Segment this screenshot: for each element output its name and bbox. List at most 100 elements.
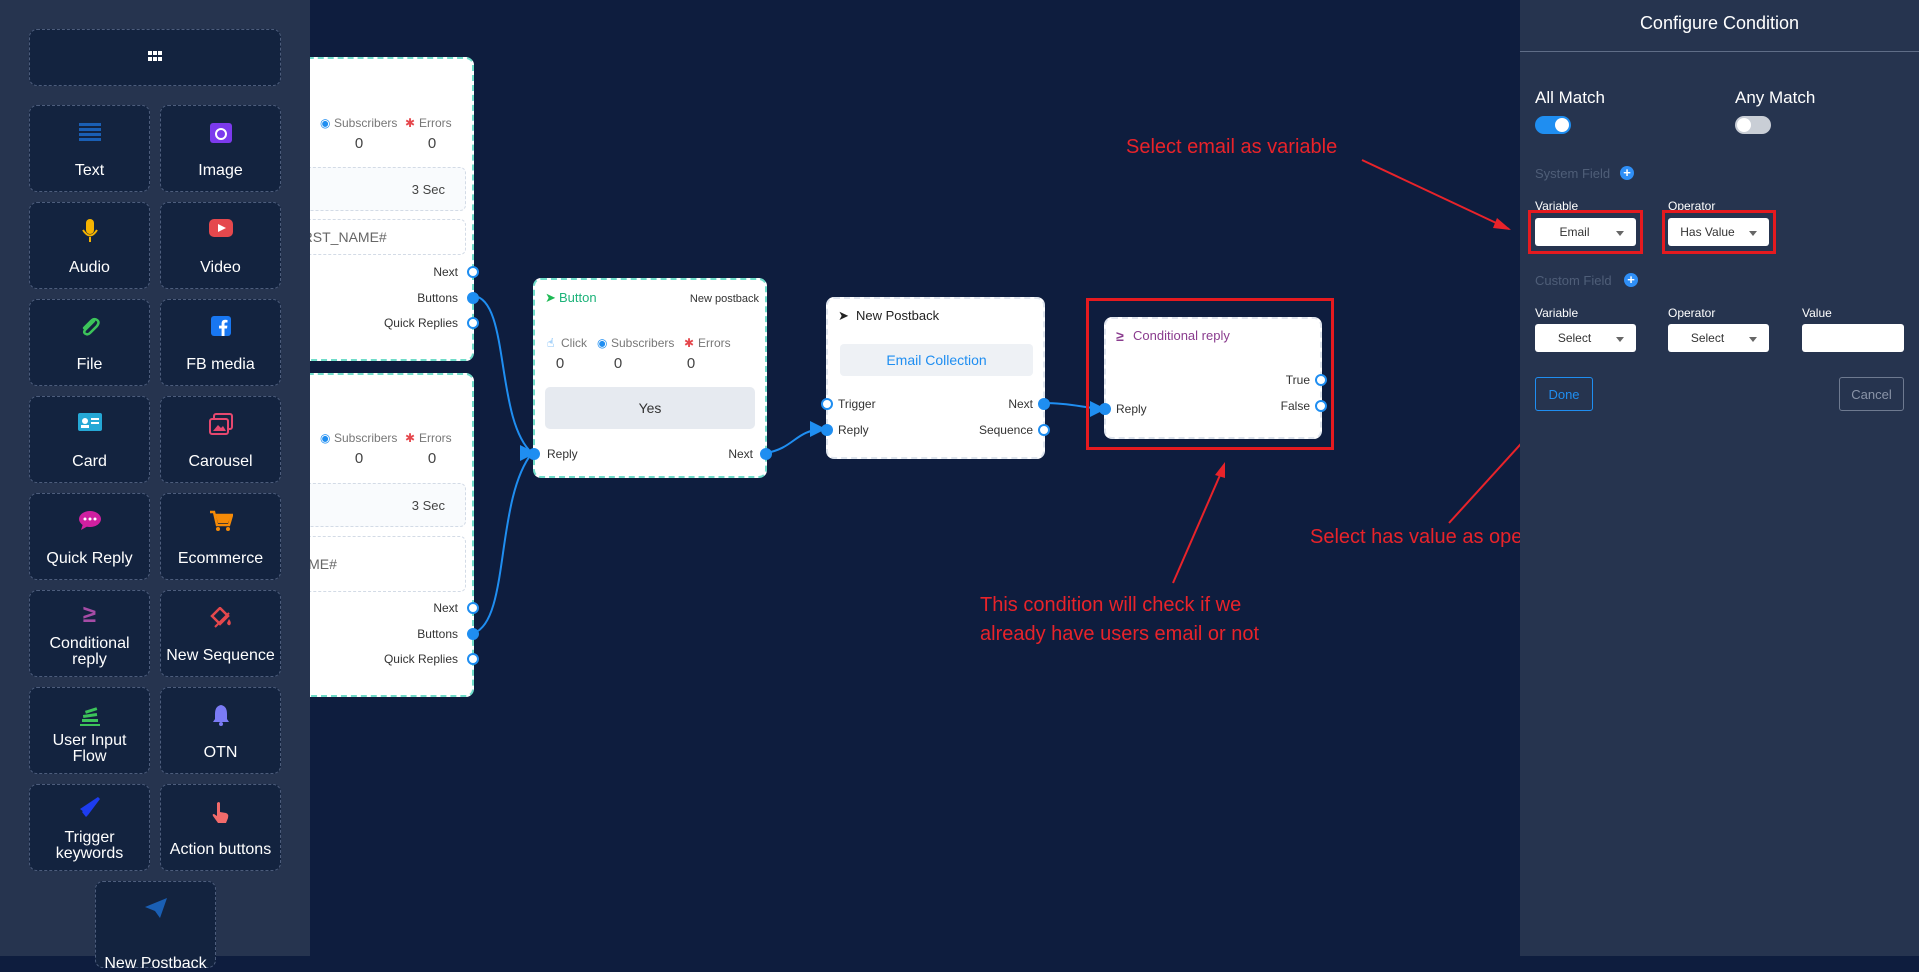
port-trigger[interactable]: [821, 398, 833, 410]
cancel-button[interactable]: Cancel: [1839, 377, 1904, 411]
paperclip-icon: [30, 316, 149, 338]
subscribers-label: Subscribers: [334, 116, 398, 130]
port-trigger-label: Trigger: [838, 397, 876, 411]
grid-icon: [30, 50, 280, 62]
port-next[interactable]: [467, 602, 479, 614]
sidebar-item-otn[interactable]: OTN: [160, 687, 281, 774]
port-sequence-label: Sequence: [978, 423, 1033, 437]
sidebar-item-new-postback[interactable]: New Postback: [95, 881, 216, 972]
port-next[interactable]: [1038, 398, 1050, 410]
port-true[interactable]: [1315, 374, 1327, 386]
add-custom-field-icon[interactable]: +: [1624, 273, 1638, 287]
new-postback-node[interactable]: ➤ New Postback Email Collection Trigger …: [821, 297, 1050, 459]
pointer-hand-icon: [161, 801, 280, 825]
bell-icon: [161, 704, 280, 726]
port-buttons[interactable]: [467, 292, 479, 304]
delay-value: 3 Sec: [411, 182, 445, 197]
errors-label: Errors: [419, 431, 452, 445]
custom-operator-select[interactable]: Select: [1668, 324, 1769, 352]
port-next[interactable]: [760, 448, 772, 460]
subscribers-count: 0: [354, 450, 364, 467]
port-quick-replies[interactable]: [467, 317, 479, 329]
port-sequence[interactable]: [1038, 424, 1050, 436]
paper-plane-icon: [96, 898, 215, 918]
image-icon: [161, 122, 280, 144]
chat-icon: [30, 510, 149, 530]
sidebar-item-fb-media[interactable]: FB media: [160, 299, 281, 386]
subscribers-icon: ◉: [320, 116, 331, 130]
system-operator-select[interactable]: Has Value: [1668, 218, 1769, 246]
sidebar-grid-toggle[interactable]: [29, 29, 281, 86]
sidebar-item-text[interactable]: Text: [29, 105, 150, 192]
port-reply[interactable]: [821, 424, 833, 436]
custom-operator-label: Operator: [1668, 306, 1716, 320]
subscribers-count: 0: [354, 135, 364, 152]
greater-equal-icon: ≥: [82, 601, 97, 628]
port-quick-replies-label: Quick Replies: [383, 316, 458, 330]
port-reply[interactable]: [528, 448, 540, 460]
custom-variable-select[interactable]: Select: [1535, 324, 1636, 352]
custom-value-label: Value: [1802, 306, 1832, 320]
port-reply-label: Reply: [838, 423, 869, 437]
email-collection-pill[interactable]: Email Collection: [840, 344, 1033, 376]
sidebar-item-conditional-reply[interactable]: ≥ Conditional reply: [29, 590, 150, 677]
sidebar-item-action-buttons[interactable]: Action buttons: [160, 784, 281, 871]
sidebar-item-image[interactable]: Image: [160, 105, 281, 192]
video-icon: [161, 219, 280, 237]
button-node[interactable]: ➤ Button New postback ☝ Click ◉ Subscrib…: [528, 278, 772, 478]
sidebar-item-new-sequence[interactable]: New Sequence: [160, 590, 281, 677]
sidebar-item-video[interactable]: Video: [160, 202, 281, 289]
sidebar-item-label: Action buttons: [169, 841, 272, 858]
sidebar-item-label: Image: [198, 162, 243, 179]
sidebar-item-carousel[interactable]: Carousel: [160, 396, 281, 483]
custom-field-label: Custom Field: [1535, 273, 1612, 288]
errors-label: Errors: [419, 116, 452, 130]
select-value: Has Value: [1680, 225, 1735, 239]
click-count: 0: [555, 355, 565, 372]
annotation-variable: Select email as variable: [1126, 136, 1338, 158]
highlight-conditional-node: [1086, 298, 1334, 450]
sidebar-item-card[interactable]: Card: [29, 396, 150, 483]
add-system-field-icon[interactable]: +: [1620, 166, 1634, 180]
port-quick-replies-label: Quick Replies: [383, 652, 458, 666]
errors-icon: ✱: [684, 336, 695, 350]
facebook-icon: [161, 316, 280, 336]
port-next[interactable]: [467, 266, 479, 278]
chevron-down-icon: [1749, 231, 1757, 236]
any-match-toggle[interactable]: [1735, 116, 1771, 134]
any-match-label: Any Match: [1735, 88, 1816, 107]
select-value: Select: [1690, 331, 1725, 345]
sidebar-item-trigger-keywords[interactable]: Trigger keywords: [29, 784, 150, 871]
port-buttons[interactable]: [467, 628, 479, 640]
done-button[interactable]: Done: [1535, 377, 1593, 411]
port-false[interactable]: [1315, 400, 1327, 412]
sidebar-item-user-input-flow[interactable]: User Input Flow: [29, 687, 150, 774]
sidebar-item-label: User Input Flow: [52, 732, 127, 765]
element-sidebar: Text Image Audio Video File FB media Car…: [0, 0, 310, 972]
subscribers-icon: ◉: [320, 431, 331, 445]
click-label: Click: [561, 336, 587, 350]
conditional-reply-node[interactable]: ≥ Conditional reply True False Reply: [1099, 317, 1327, 439]
custom-value-input[interactable]: [1802, 324, 1904, 352]
port-reply[interactable]: [1099, 403, 1111, 415]
sidebar-item-label: Trigger keywords: [55, 829, 124, 862]
port-next-label: Next: [1008, 397, 1033, 411]
port-reply-label: Reply: [547, 447, 578, 461]
select-value: Email: [1559, 225, 1590, 239]
system-variable-select[interactable]: Email: [1535, 218, 1636, 246]
yes-button[interactable]: Yes: [545, 387, 755, 429]
sidebar-item-audio[interactable]: Audio: [29, 202, 150, 289]
sidebar-item-quick-reply[interactable]: Quick Reply: [29, 493, 150, 580]
sidebar-item-file[interactable]: File: [29, 299, 150, 386]
system-field-label: System Field: [1535, 166, 1611, 181]
sidebar-item-ecommerce[interactable]: Ecommerce: [160, 493, 281, 580]
select-value: Select: [1557, 331, 1592, 345]
all-match-toggle[interactable]: [1535, 116, 1571, 134]
port-quick-replies[interactable]: [467, 653, 479, 665]
port-buttons-label: Buttons: [417, 291, 458, 305]
images-icon: [161, 413, 280, 435]
errors-count: 0: [686, 355, 696, 372]
conditional-reply-title: Conditional reply: [1133, 328, 1230, 343]
sidebar-item-label: Quick Reply: [46, 550, 133, 567]
subscribers-icon: ◉: [597, 336, 608, 350]
